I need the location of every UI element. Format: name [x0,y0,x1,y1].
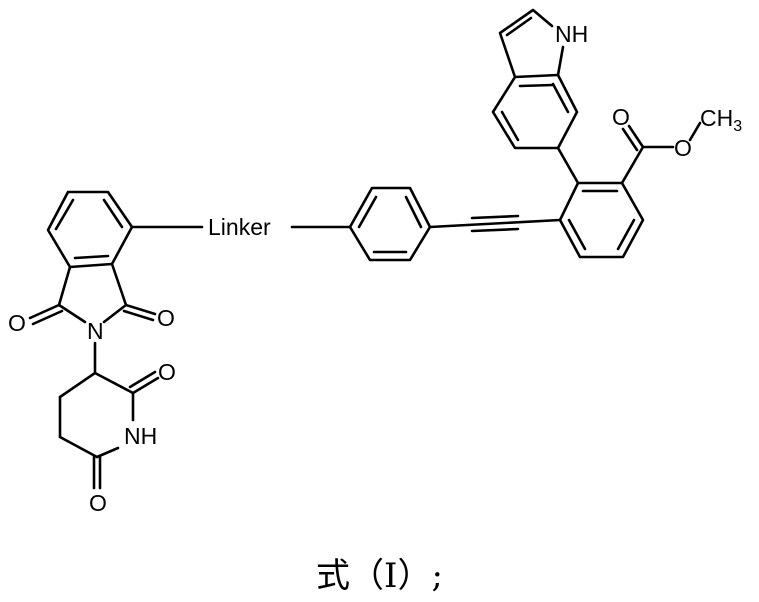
imide-o-left-label: O [8,310,26,336]
ester-o-label: O [674,135,692,161]
alkyne [428,214,562,233]
indole-nh-label: NH [555,21,588,47]
phthalimide-benzene-ring [46,190,134,269]
imide-ring [28,262,157,326]
formula-caption: 式（I）; [316,556,443,596]
indole [491,8,580,185]
ester-group [620,121,702,185]
carbonyl-o-label: O [612,104,630,130]
glutarimide-ring [58,341,160,490]
phenyl-ring [348,186,432,262]
imide-n-label: N [87,318,104,344]
linker-label: Linker [208,214,271,240]
glutarimide-o-top-label: O [158,359,176,385]
imide-o-right-label: O [157,305,175,331]
methyl-label: CH3 [700,105,742,135]
glutarimide-o-bottom-label: O [89,490,107,516]
benzoate-ring [558,181,645,259]
glutarimide-nh-label: NH [124,423,157,449]
